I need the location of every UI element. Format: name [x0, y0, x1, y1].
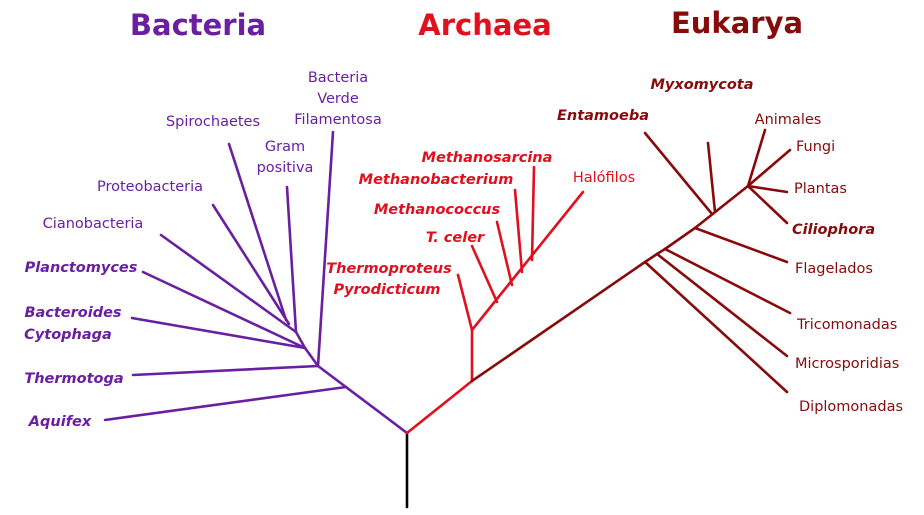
- branch-fungi: [746, 148, 792, 188]
- label-thermotoga: Thermotoga: [24, 371, 123, 387]
- label-pyrodicticum: Pyrodicticum: [333, 282, 440, 298]
- label-cytophaga: Cytophaga: [24, 327, 112, 343]
- bacteria-branches: [103, 130, 409, 435]
- label-gram-line1: Gram: [265, 139, 305, 155]
- label-tricomonadas: Tricomonadas: [796, 317, 897, 333]
- branch-cianobacteria: [159, 233, 298, 334]
- label-microsporidias: Microsporidias: [795, 356, 899, 372]
- branch-proteobacteria: [211, 203, 291, 326]
- eukarya-labels: Myxomycota Entamoeba Animales Fungi Plan…: [557, 77, 903, 415]
- label-animales: Animales: [755, 112, 822, 128]
- branch-entamoeba: [643, 131, 714, 216]
- label-halofilos: Halófilos: [573, 170, 635, 186]
- archaea-stem: [405, 379, 474, 435]
- branch-methanococcus: [495, 220, 514, 287]
- domain-title-archaea: Archaea: [418, 8, 551, 42]
- label-methanobacterium: Methanobacterium: [359, 172, 514, 188]
- label-spirochaetes: Spirochaetes: [166, 114, 260, 130]
- label-aquifex: Aquifex: [28, 414, 92, 430]
- label-myxomycota: Myxomycota: [650, 77, 753, 93]
- branch-aquifex: [103, 385, 348, 422]
- label-diplomonadas: Diplomonadas: [799, 399, 903, 415]
- eukarya-stem-4: [663, 226, 697, 251]
- branch-planctomyces: [141, 270, 307, 350]
- domain-title-bacteria: Bacteria: [130, 8, 266, 42]
- branch-thermoproteus: [456, 273, 474, 332]
- branch-bacteroides: [130, 316, 307, 350]
- archaea-branches: [405, 165, 585, 435]
- domain-title-eukarya: Eukarya: [671, 6, 803, 40]
- branch-microsporidias: [655, 252, 789, 358]
- bacteria-inner: [303, 346, 320, 368]
- branch-flagelados: [693, 226, 789, 264]
- bacteria-labels: Bacteria Verde Filamentosa Spirochaetes …: [24, 70, 382, 430]
- label-proteobacteria: Proteobacteria: [97, 179, 203, 195]
- branch-myxomycota: [706, 141, 717, 214]
- archaea-inner: [470, 190, 585, 332]
- eukarya-stem-2: [643, 252, 659, 264]
- label-cianobacteria: Cianobacteria: [43, 216, 144, 232]
- label-ciliophora: Ciliophora: [792, 222, 875, 238]
- branch-plantas: [746, 184, 789, 194]
- branch-ciliophora: [746, 184, 789, 225]
- label-flagelados: Flagelados: [795, 261, 873, 277]
- branch-diplomonadas: [643, 260, 789, 394]
- label-planctomyces: Planctomyces: [25, 260, 138, 276]
- bacteria-stem: [316, 364, 409, 435]
- label-gram-line2: positiva: [257, 160, 314, 176]
- eukarya-branches: [470, 128, 792, 394]
- label-bacteroides: Bacteroides: [24, 305, 121, 321]
- branch-methanosarcina: [530, 165, 536, 262]
- branch-gram: [285, 185, 298, 334]
- branch-t-celer: [470, 244, 499, 304]
- archaea-labels: Methanosarcina Methanobacterium Methanoc…: [326, 150, 635, 298]
- label-thermoproteus: Thermoproteus: [326, 261, 452, 277]
- branch-animales: [746, 128, 767, 188]
- label-fungi: Fungi: [796, 139, 835, 155]
- bacteria-inner-2: [294, 330, 307, 350]
- label-bacteria-verde-line3: Filamentosa: [294, 112, 381, 128]
- label-plantas: Plantas: [794, 181, 847, 197]
- label-t-celer: T. celer: [426, 230, 485, 246]
- branch-verde: [316, 130, 335, 368]
- branch-methanobacterium: [513, 188, 524, 274]
- eukarya-stem-3: [655, 247, 667, 256]
- branch-tricomonadas: [663, 247, 792, 315]
- label-bacteria-verde-line2: Verde: [317, 91, 359, 107]
- label-methanosarcina: Methanosarcina: [422, 150, 553, 166]
- eukarya-stem-5: [693, 184, 750, 230]
- label-bacteria-verde-line1: Bacteria: [308, 70, 368, 86]
- label-methanococcus: Methanococcus: [374, 202, 501, 218]
- branch-spirochaetes: [227, 142, 288, 322]
- branch-thermotoga: [131, 364, 320, 377]
- eukarya-stem: [470, 260, 647, 383]
- label-entamoeba: Entamoeba: [557, 108, 649, 124]
